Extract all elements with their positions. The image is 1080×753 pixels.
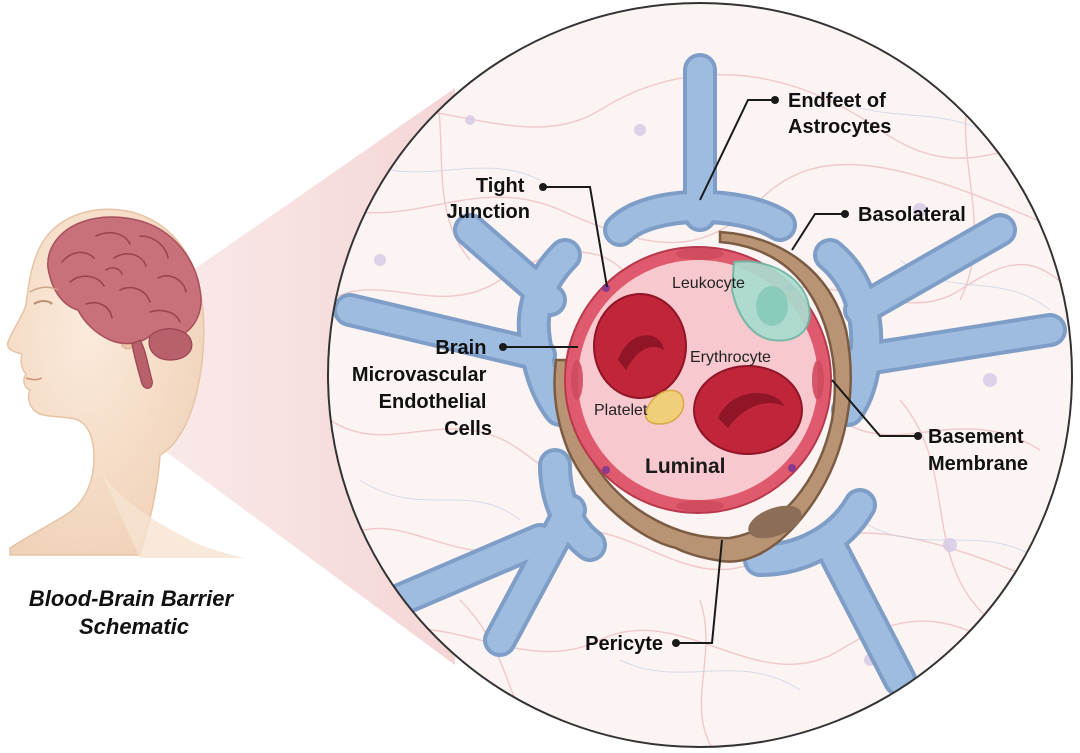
- eye: [33, 300, 53, 305]
- pericyte-nucleus: [748, 505, 802, 539]
- endfeet-line2: Astrocytes: [788, 116, 891, 138]
- bmec-line1: Brain: [435, 337, 486, 359]
- endfeet-label: Endfeet of Astrocytes: [788, 90, 891, 138]
- basement-membrane-line2: Membrane: [928, 453, 1028, 475]
- zoom-circle-outline: [327, 2, 1073, 748]
- figure-title: Blood-Brain Barrier Schematic: [29, 586, 239, 639]
- basement-membrane-line1: Basement: [928, 426, 1024, 448]
- brow: [29, 286, 59, 293]
- leader-lines: [499, 96, 922, 647]
- erythrocyte-label: Erythrocyte: [690, 349, 771, 366]
- pericyte: [553, 230, 852, 563]
- leukocyte-nucleus: [756, 286, 788, 326]
- brain-folds: [61, 231, 187, 323]
- figure-title-line2: Schematic: [79, 614, 189, 639]
- human-head: [6, 208, 245, 558]
- bmec-line3: Endothelial: [379, 391, 487, 413]
- zoom-circle: Leukocyte Erythrocyte Platelet Luminal: [327, 2, 1073, 748]
- luminal-label: Luminal: [645, 455, 726, 478]
- figure-title-line1: Blood-Brain Barrier: [29, 586, 235, 611]
- leukocyte-label: Leukocyte: [672, 275, 745, 292]
- basement-membrane-label: Basement Membrane: [928, 426, 1029, 475]
- endothelial-nuclei: [571, 248, 824, 512]
- pericyte-label: Pericyte: [585, 633, 663, 655]
- neck-shadow: [100, 470, 245, 558]
- tight-junction-line2: Junction: [447, 201, 530, 223]
- bmec-line2: Microvascular: [352, 364, 487, 386]
- tight-junction-label: Tight Junction: [447, 175, 530, 223]
- neural-background: [328, 39, 1072, 747]
- platelet: [644, 389, 685, 425]
- brain: [47, 216, 202, 345]
- endfeet-line1: Endfeet of: [788, 90, 886, 112]
- bmec-label: Brain Microvascular Endothelial Cells: [352, 337, 492, 440]
- erythrocyte-2: [693, 365, 803, 455]
- tight-junction-line1: Tight: [476, 175, 525, 197]
- platelet-label: Platelet: [594, 402, 648, 419]
- brainstem: [131, 339, 153, 389]
- cerebellum: [148, 328, 193, 361]
- basolateral-label: Basolateral: [858, 204, 966, 226]
- erythrocyte-1: [593, 293, 687, 399]
- bmec-line4: Cells: [444, 418, 492, 440]
- mouth: [25, 377, 43, 381]
- callout-labels: Endfeet of Astrocytes Tight Junction Bas…: [352, 90, 1029, 655]
